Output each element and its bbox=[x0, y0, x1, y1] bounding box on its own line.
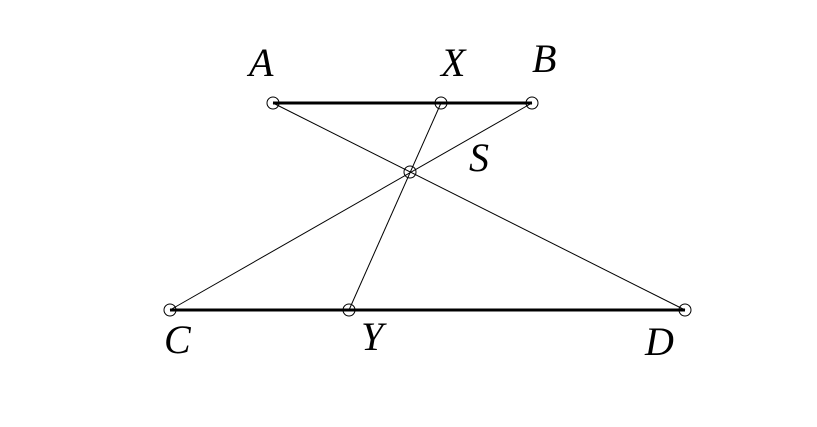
point-d bbox=[678, 303, 692, 317]
label-a: A bbox=[246, 40, 274, 85]
label-d: D bbox=[644, 319, 674, 364]
point-c bbox=[163, 303, 177, 317]
label-s: S bbox=[469, 135, 489, 180]
label-y: Y bbox=[361, 314, 387, 359]
line-ad bbox=[272, 102, 686, 311]
point-b bbox=[525, 96, 539, 110]
point-s bbox=[403, 165, 417, 179]
line-xy bbox=[348, 102, 442, 311]
label-c: C bbox=[164, 317, 192, 362]
point-x bbox=[434, 96, 448, 110]
point-y bbox=[342, 303, 356, 317]
line-bc bbox=[169, 102, 533, 311]
label-b: B bbox=[532, 36, 556, 81]
point-a bbox=[266, 96, 280, 110]
label-x: X bbox=[439, 40, 467, 85]
